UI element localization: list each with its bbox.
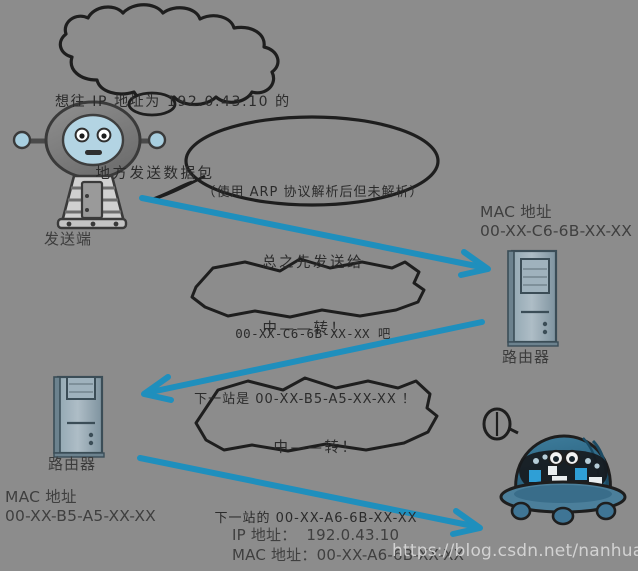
router1-label: 路由器 bbox=[502, 348, 551, 366]
destination-ip-line: IP 地址： 192.0.43.10 bbox=[232, 526, 400, 544]
sender-thought-text: 想往 IP 地址为 192.0.43.10 的 地方发送数据包 bbox=[55, 93, 291, 182]
router1-speech-text: 中——转！ 下一站是 00-XX-B5-A5-XX-XX ！ bbox=[194, 320, 416, 407]
alien-ufo-icon bbox=[482, 407, 627, 526]
sender-label: 发送端 bbox=[44, 230, 93, 248]
router2-label: 路由器 bbox=[48, 455, 97, 473]
router1-mac-line2: 00-XX-C6-6B-XX-XX bbox=[480, 222, 633, 240]
router2-speech-text: 中——转！ 下一站的 00-XX-A6-6B-XX-XX 就是目的地了！ bbox=[214, 439, 418, 526]
router2-mac-line1: MAC 地址 bbox=[5, 488, 77, 506]
router2-mac-line2: 00-XX-B5-A5-XX-XX bbox=[5, 507, 157, 525]
destination-mac-line: MAC 地址：00-XX-A6-6B-XX-XX bbox=[232, 546, 465, 564]
router1-mac-line1: MAC 地址 bbox=[480, 203, 552, 221]
sender-speech-text: （使用 ARP 协议解析后但未解析） 总之先发送给 00-XX-C6-6B-XX… bbox=[202, 184, 424, 342]
router-icon-2 bbox=[53, 375, 105, 458]
router-icon-1 bbox=[507, 249, 559, 347]
csdn-watermark: https://blog.csdn.net/nanhuaibeian bbox=[392, 541, 638, 561]
